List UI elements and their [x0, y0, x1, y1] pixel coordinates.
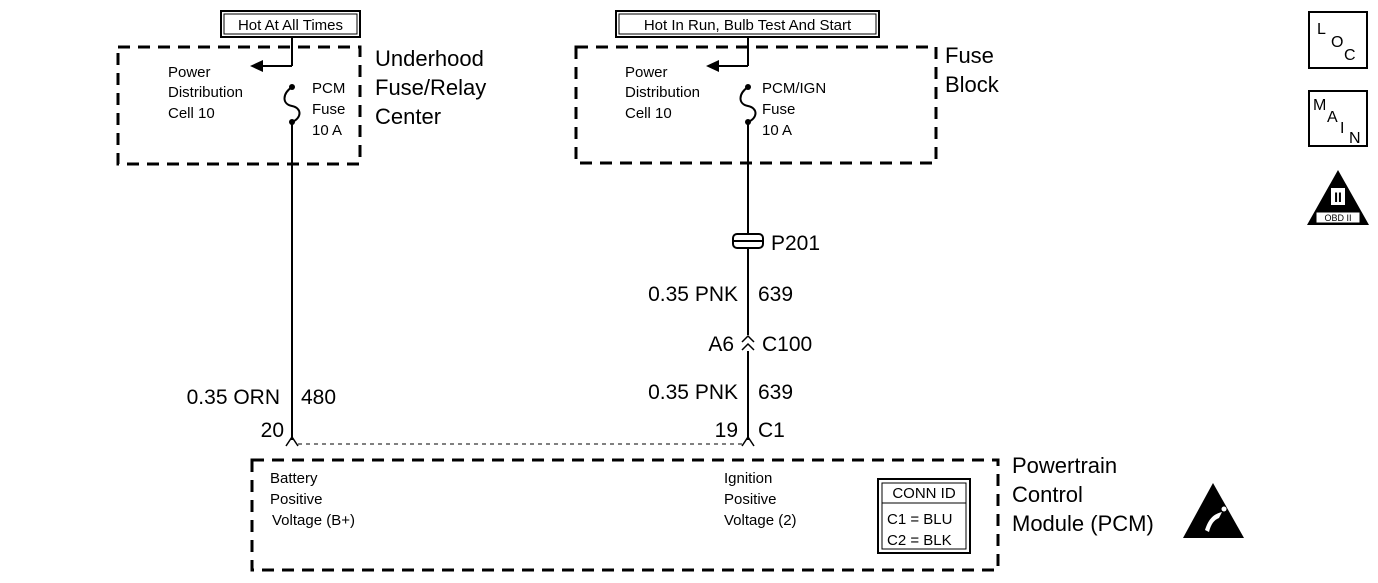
left-power-feed: [250, 37, 293, 72]
right-lower-circuit-number: 639: [758, 381, 793, 404]
svg-text:C: C: [1344, 47, 1356, 64]
underhood-fuse-relay-box: [116, 45, 362, 166]
conn-id-table: CONN ID C1 = BLU C2 = BLK: [877, 478, 971, 554]
right-upper-circuit-number: 639: [758, 283, 793, 306]
loc-icon[interactable]: L O C: [1308, 11, 1368, 69]
left-wire-size-color: 0.35 ORN: [187, 386, 280, 409]
right-pin-number: 19: [715, 419, 738, 442]
conn-id-title: CONN ID: [892, 485, 956, 502]
obd-ii-icon[interactable]: II OBD II: [1307, 170, 1369, 225]
connector-c100-label: C100: [762, 333, 812, 356]
splice-p201-label: P201: [771, 232, 820, 255]
right-power-label-text: Hot In Run, Bulb Test And Start: [644, 17, 852, 34]
pcm-title: Powertrain Control Module (PCM): [1012, 453, 1154, 536]
svg-text:O: O: [1331, 34, 1343, 51]
pcm-connector-c1-label: C1: [758, 419, 785, 442]
right-power-distribution-label: Power Distribution Cell 10: [625, 64, 704, 122]
left-pin-number: 20: [261, 419, 284, 442]
svg-text:L: L: [1317, 21, 1326, 38]
left-pcm-fuse: [283, 84, 301, 125]
left-pcm-pin-terminal: [285, 435, 299, 447]
inline-connector-c100-icon: [741, 334, 755, 351]
svg-text:OBD II: OBD II: [1324, 213, 1351, 223]
left-power-label-text: Hot At All Times: [238, 17, 343, 34]
right-fuse-label: PCM/IGN Fuse 10 A: [762, 80, 830, 139]
battery-positive-voltage-label: Battery Positive Voltage (B+): [270, 470, 355, 529]
left-power-distribution-label: Power Distribution Cell 10: [168, 64, 247, 122]
svg-text:A: A: [1327, 109, 1338, 126]
left-power-label: Hot At All Times: [220, 10, 361, 38]
conn-id-row-c2: C2 = BLK: [887, 532, 952, 549]
right-pcm-pin-terminal: [741, 435, 755, 447]
svg-text:N: N: [1349, 130, 1361, 147]
conn-id-row-c1: C1 = BLU: [887, 511, 952, 528]
esd-warning-icon: [1183, 483, 1244, 538]
pcm-box: [250, 458, 1000, 572]
right-lower-wire-size-color: 0.35 PNK: [648, 381, 738, 404]
svg-text:M: M: [1313, 97, 1326, 114]
left-circuit-number: 480: [301, 386, 336, 409]
svg-text:II: II: [1334, 189, 1342, 205]
right-upper-wire-size-color: 0.35 PNK: [648, 283, 738, 306]
main-icon[interactable]: M A I N: [1308, 90, 1368, 147]
underhood-fuse-relay-title: Underhood Fuse/Relay Center: [375, 46, 492, 129]
right-power-feed: [706, 37, 749, 72]
left-fuse-label: PCM Fuse 10 A: [312, 80, 350, 139]
connector-pin-a6: A6: [708, 333, 734, 356]
fuse-block-box: [574, 45, 938, 165]
splice-pack-p201-icon: [732, 233, 764, 249]
svg-text:I: I: [1340, 120, 1344, 137]
right-pcm-ign-fuse: [739, 84, 757, 125]
fuse-block-title: Fuse Block: [945, 43, 1000, 97]
ignition-positive-voltage-label: Ignition Positive Voltage (2): [724, 470, 797, 529]
right-power-label: Hot In Run, Bulb Test And Start: [615, 10, 880, 38]
